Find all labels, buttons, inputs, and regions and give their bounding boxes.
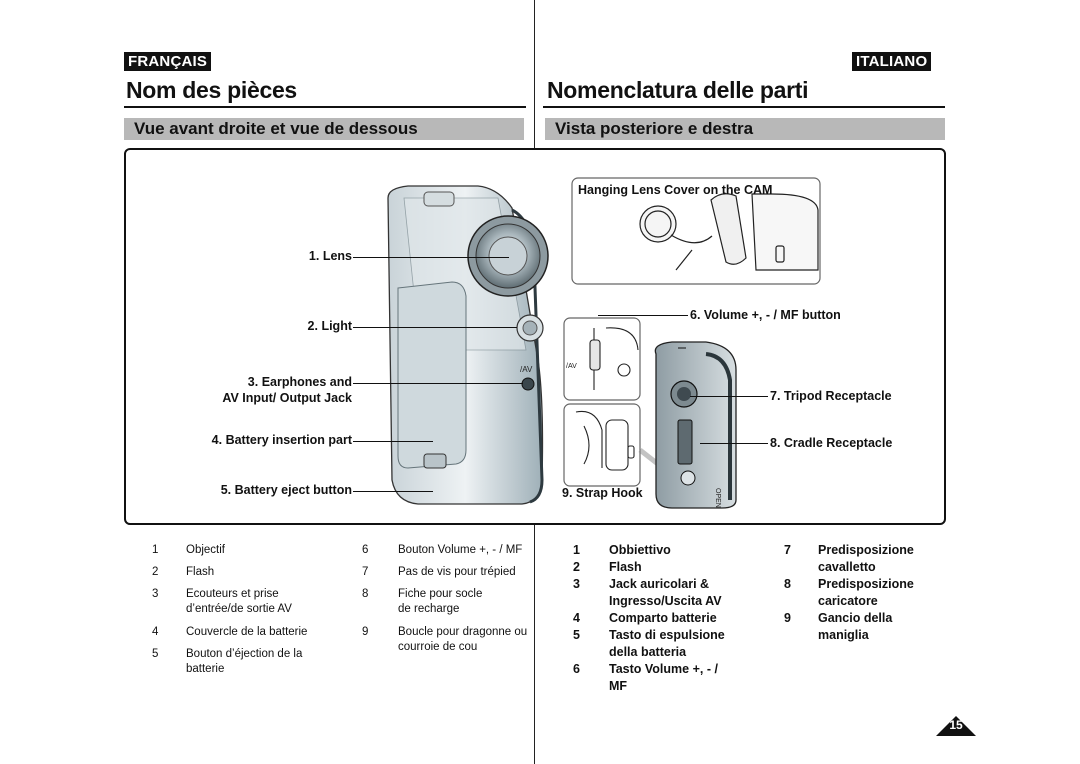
callout-earphones-2: AV Input/ Output Jack bbox=[222, 391, 352, 405]
camcorder-illustration: /AV /AV OPEN bbox=[387, 177, 821, 509]
callout-battery-eject: 5. Battery eject button bbox=[220, 483, 352, 497]
inset-title-lens-cover: Hanging Lens Cover on the CAM bbox=[578, 183, 773, 197]
callout-earphones-1: 3. Earphones and bbox=[247, 375, 352, 389]
callout-battery-part: 4. Battery insertion part bbox=[211, 433, 352, 447]
leader-cradle bbox=[700, 443, 768, 444]
av-jack-graphic bbox=[521, 377, 535, 391]
lens-graphic bbox=[467, 215, 549, 297]
language-badge-italiano: ITALIANO bbox=[852, 52, 932, 71]
leader-earphones bbox=[353, 383, 523, 384]
inset-lens-cover-art bbox=[639, 193, 819, 271]
leader-volume bbox=[598, 315, 688, 316]
leader-battery-eject bbox=[353, 491, 433, 492]
leader-light bbox=[353, 327, 517, 328]
section-heading-french: Vue avant droite et vue de dessous bbox=[124, 118, 524, 140]
page-title-french: Nom des pièces bbox=[126, 77, 297, 103]
title-rule-left bbox=[124, 106, 526, 108]
leader-battery-part bbox=[353, 441, 433, 442]
title-rule-right bbox=[543, 106, 945, 108]
page-title-italian: Nomenclatura delle parti bbox=[547, 77, 809, 103]
callout-cradle: 8. Cradle Receptacle bbox=[770, 436, 893, 450]
callout-strap-hook: 9. Strap Hook bbox=[562, 486, 643, 500]
leader-tripod bbox=[690, 396, 768, 397]
callout-lens: 1. Lens bbox=[308, 249, 352, 263]
inset-volume-side bbox=[563, 317, 641, 401]
language-badge-francais: FRANÇAIS bbox=[124, 52, 212, 71]
callout-tripod: 7. Tripod Receptacle bbox=[770, 389, 892, 403]
leader-lens bbox=[353, 257, 509, 258]
svg-text:/AV: /AV bbox=[520, 365, 533, 374]
page-number-badge bbox=[936, 716, 976, 736]
page-number: 15 bbox=[949, 718, 963, 732]
section-heading-italian: Vista posteriore e destra bbox=[545, 118, 945, 140]
svg-text:OPEN: OPEN bbox=[714, 488, 721, 508]
battery-eject-graphic bbox=[423, 453, 447, 469]
svg-text:/AV: /AV bbox=[566, 363, 577, 370]
callout-light: 2. Light bbox=[307, 319, 352, 333]
camcorder-rear-view bbox=[654, 341, 737, 509]
callout-volume: 6. Volume +, - / MF button bbox=[690, 308, 841, 322]
